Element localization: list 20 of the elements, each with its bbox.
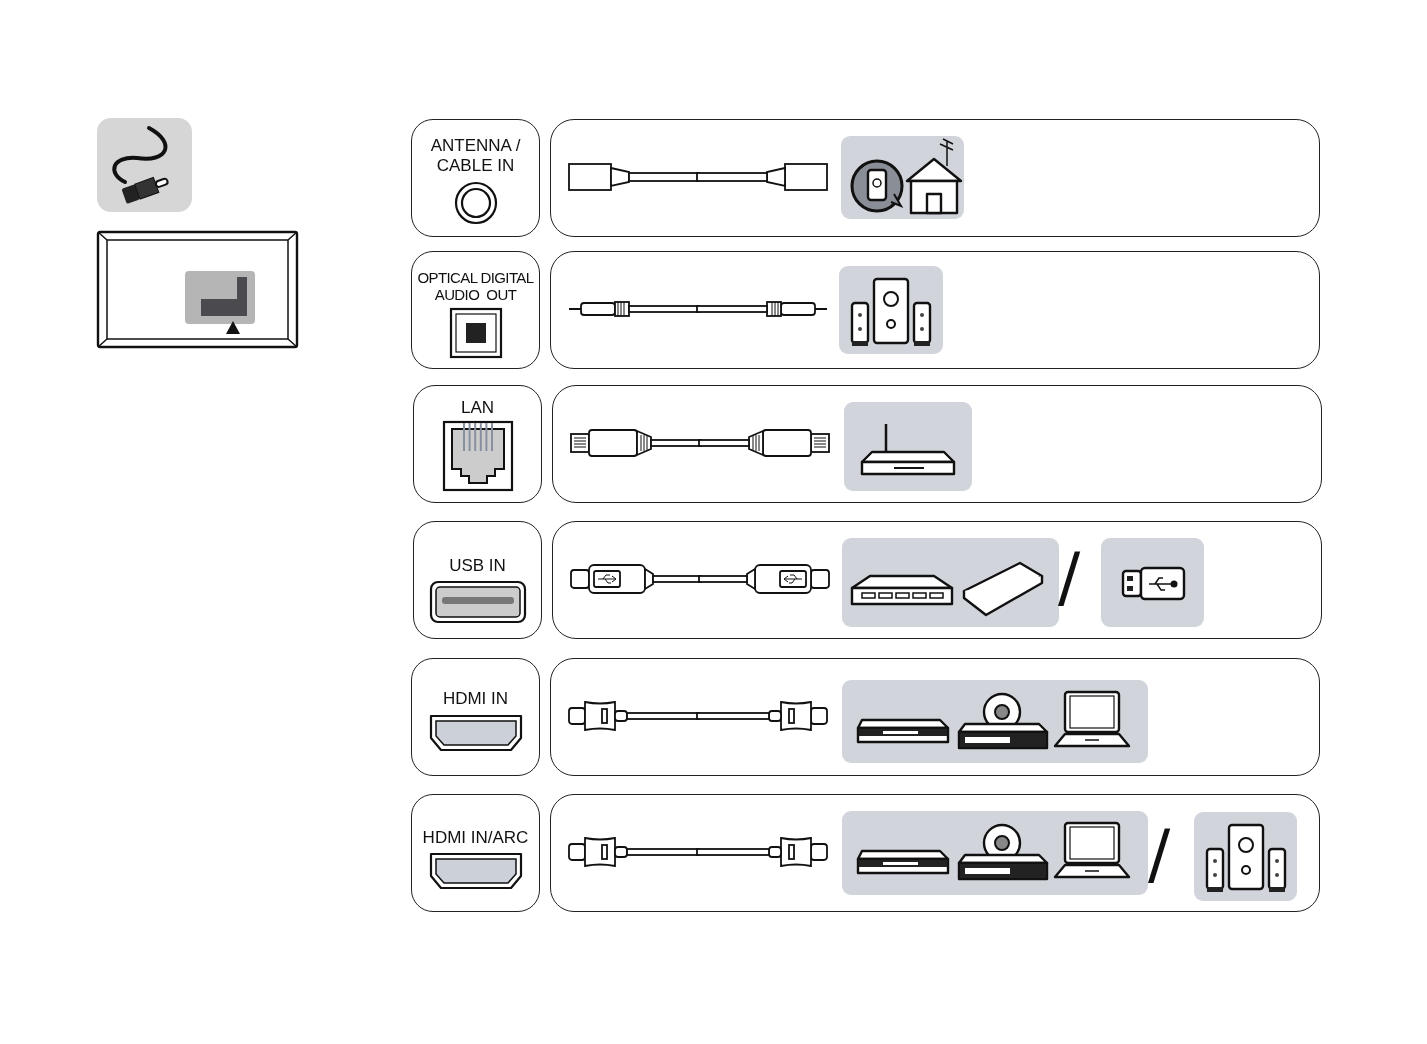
device-panel (552, 521, 1322, 639)
device-panel (550, 794, 1320, 912)
port-box (411, 119, 540, 237)
port-label: OPTICAL DIGITAL AUDIO OUT (416, 269, 535, 304)
port-box (411, 251, 540, 369)
port-box (413, 521, 542, 639)
port-label: LAN (459, 398, 496, 418)
device-panel (550, 251, 1320, 369)
port-box (411, 794, 540, 912)
slash-separator: / (1058, 545, 1081, 611)
port-box (413, 385, 542, 503)
device-panel (550, 119, 1320, 237)
port-label: USB IN (448, 556, 507, 576)
port-label: HDMI IN/ARC (421, 828, 530, 848)
port-box (411, 658, 540, 776)
device-panel (552, 385, 1322, 503)
slash-separator: / (1148, 822, 1171, 888)
device-panel (550, 658, 1320, 776)
port-label: HDMI IN (441, 689, 510, 709)
port-label: ANTENNA / CABLE IN (429, 136, 522, 176)
